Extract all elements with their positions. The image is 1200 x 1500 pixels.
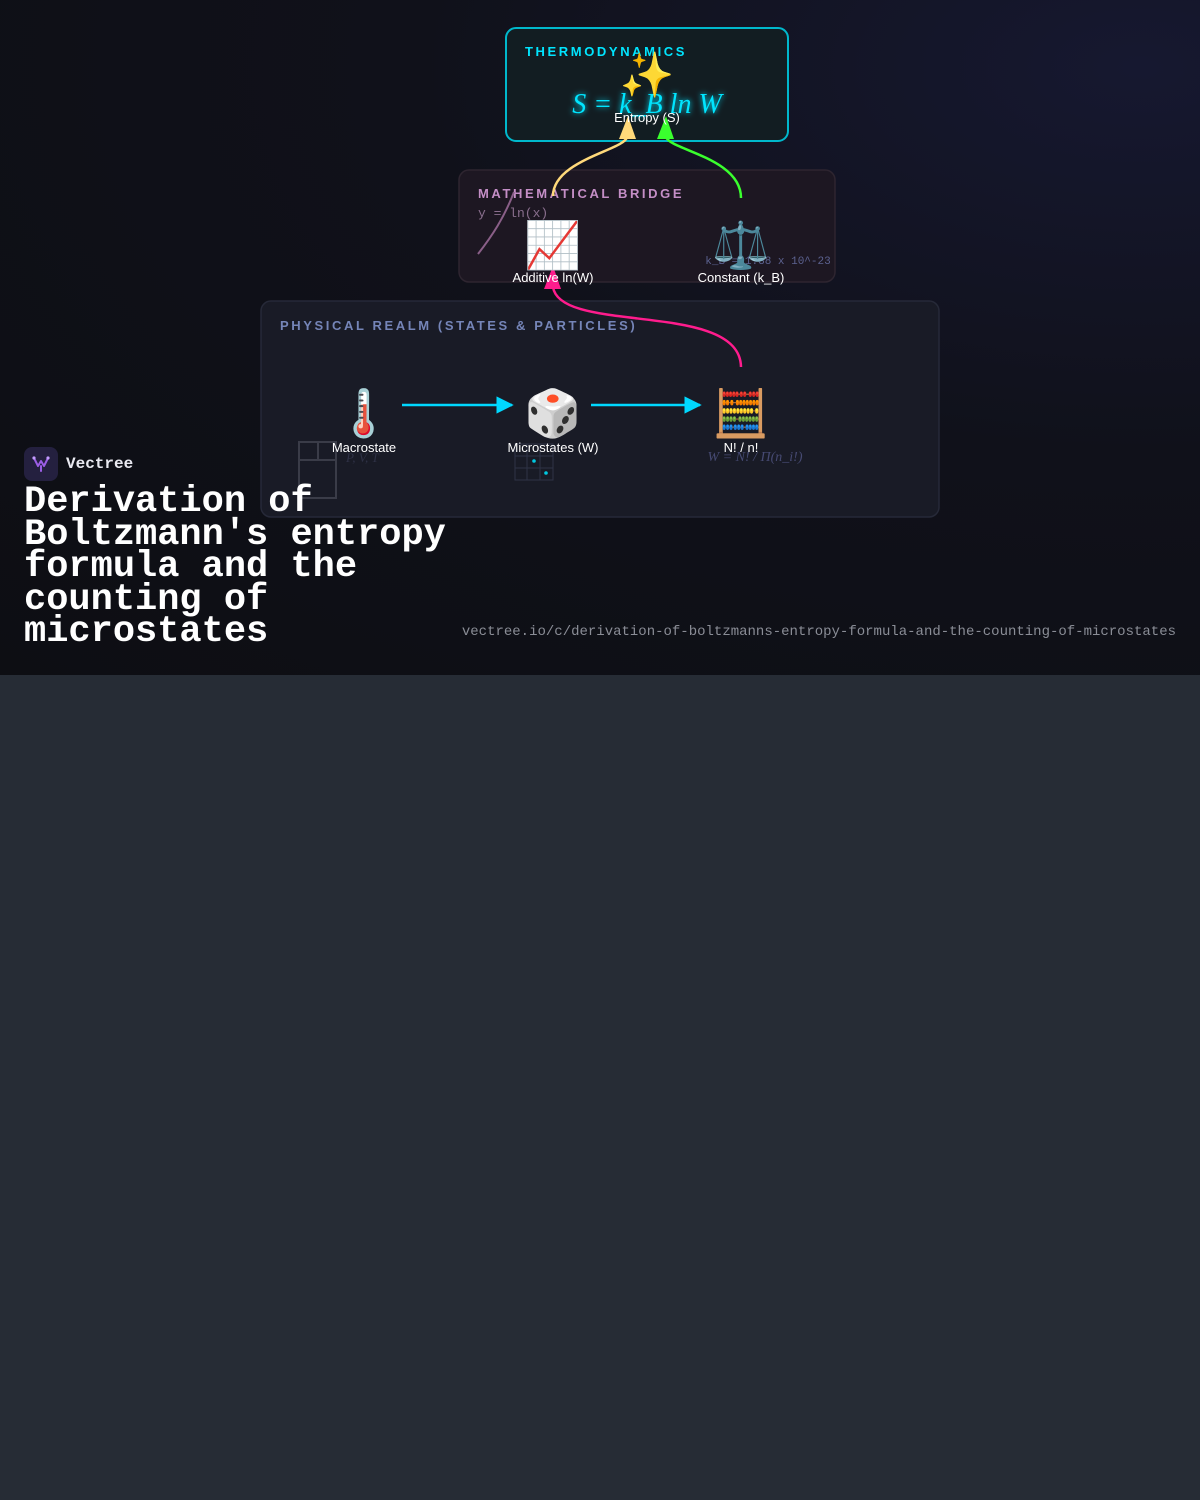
dice-icon: 🎲	[524, 386, 581, 440]
node-entropy[interactable]: ✨ Entropy (S)	[614, 50, 680, 125]
sparkles-icon: ✨	[620, 50, 675, 101]
thermometer-icon: 🌡️	[335, 386, 392, 440]
additive-label: Additive ln(W)	[513, 270, 594, 285]
edge-additive-entropy-head	[619, 116, 636, 139]
abacus-icon: 🧮	[712, 386, 769, 440]
thermodynamics-layer-title: THERMODYNAMICS	[525, 44, 687, 59]
concept-diagram: PHYSICAL REALM (STATES & PARTICLES) MATH…	[260, 27, 940, 518]
constant-label: Constant (k_B)	[698, 270, 785, 285]
edge-constant-entropy-head	[657, 116, 674, 139]
node-microstates[interactable]: 🎲 Microstates (W)	[508, 386, 599, 455]
node-macrostate[interactable]: 🌡️ Macrostate	[332, 386, 396, 455]
edge-constant-entropy	[664, 136, 743, 199]
entropy-label: Entropy (S)	[614, 110, 680, 125]
edge-counting-additive	[551, 286, 743, 368]
diagram-card: PHYSICAL REALM (STATES & PARTICLES) MATH…	[0, 0, 1200, 675]
page-title: Derivation of Boltzmann's entropy formul…	[24, 481, 446, 653]
microstates-label: Microstates (W)	[508, 440, 599, 455]
constant-note: k_B = 1.38 x 10^-23	[705, 256, 830, 268]
microstate-grid	[514, 443, 554, 481]
page-url[interactable]: vectree.io/c/derivation-of-boltzmanns-en…	[461, 624, 1176, 640]
edge-counting-additive-head	[544, 266, 561, 289]
physical-layer-title: PHYSICAL REALM (STATES & PARTICLES)	[280, 318, 637, 333]
bridge-annotation: y = ln(x)	[478, 206, 548, 221]
edge-additive-entropy	[551, 136, 629, 197]
macrostate-label: Macrostate	[332, 440, 396, 455]
node-additive[interactable]: 📈 Additive ln(W)	[513, 218, 594, 285]
brand-name: Vectree	[66, 455, 134, 473]
balance-scale-icon: ⚖️	[712, 218, 769, 272]
bridge-layer-title: MATHEMATICAL BRIDGE	[478, 186, 684, 201]
macrostate-note: P, V, T	[345, 450, 380, 465]
thermodynamics-layer-box	[505, 27, 789, 142]
counting-label: N! / n!	[724, 440, 759, 455]
node-counting[interactable]: 🧮 N! / n!	[712, 386, 769, 455]
physical-layer-box	[260, 300, 940, 518]
counting-note: W = N! / Π(n_i!)	[708, 450, 803, 465]
container-sketch	[298, 441, 337, 499]
vectree-logo-icon	[24, 447, 58, 481]
entropy-formula: S = k_B ln W	[572, 89, 724, 120]
log-curve	[477, 191, 515, 255]
node-constant[interactable]: ⚖️ Constant (k_B)	[698, 218, 785, 285]
brand[interactable]: Vectree	[24, 447, 133, 481]
chart-increasing-icon: 📈	[524, 218, 581, 272]
